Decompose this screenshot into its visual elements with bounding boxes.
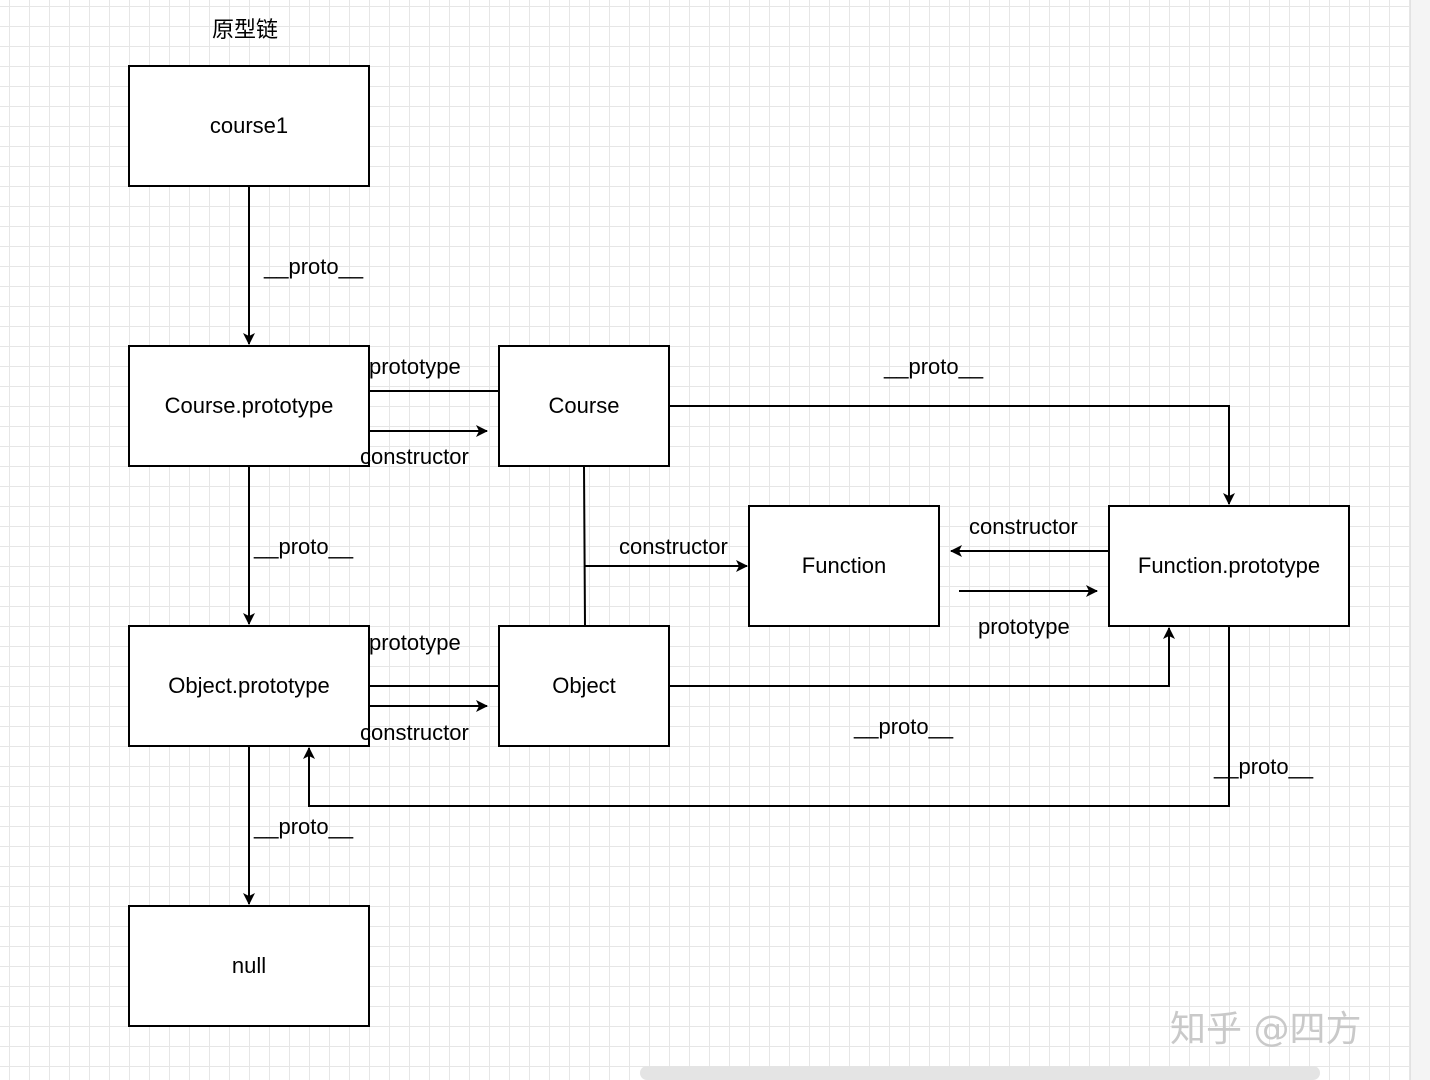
node-course-prototype-label: Course.prototype: [164, 393, 334, 418]
label-course-proto: __proto__: [884, 354, 984, 379]
watermark: 知乎 @四方: [1170, 1009, 1362, 1050]
node-course-prototype: Course.prototype: [128, 345, 370, 467]
label-object-prototype: prototype: [369, 630, 461, 655]
horizontal-scrollbar[interactable]: [640, 1066, 1320, 1080]
label-object-proto: __proto__: [854, 714, 954, 739]
node-course1: course1: [128, 65, 370, 187]
label-function-constructor: constructor: [969, 514, 1078, 539]
label-object-constructor: constructor: [360, 720, 469, 745]
node-function-label: Function: [801, 553, 887, 578]
label-course-constructor: constructor: [360, 444, 469, 469]
node-object-prototype: Object.prototype: [128, 625, 370, 747]
node-course: Course: [498, 345, 670, 467]
label-object-constructor-function: constructor: [619, 534, 728, 559]
node-null: null: [128, 905, 370, 1027]
right-scroll-gutter: [1410, 0, 1430, 1080]
node-object: Object: [498, 625, 670, 747]
diagram-title: 原型链: [212, 18, 279, 43]
edge-course-proto: [669, 405, 1235, 505]
edge-course-object-link: [583, 465, 586, 627]
node-function-prototype-label: Function.prototype: [1137, 553, 1321, 578]
edge-function-prototype-proto: [303, 626, 1230, 807]
node-null-label: null: [231, 953, 267, 978]
label-course1-proto: __proto__: [264, 254, 364, 279]
label-object-prototype-proto: __proto__: [254, 814, 354, 839]
node-function: Function: [748, 505, 940, 627]
edge-object-proto: [669, 627, 1175, 687]
node-object-label: Object: [552, 673, 616, 698]
label-course-prototype: prototype: [369, 354, 461, 379]
node-course1-label: course1: [209, 113, 289, 138]
label-course-prototype-proto: __proto__: [254, 534, 354, 559]
label-function-prototype-proto: __proto__: [1214, 754, 1314, 779]
label-function-prototype: prototype: [978, 614, 1070, 639]
node-function-prototype: Function.prototype: [1108, 505, 1350, 627]
node-course-label: Course: [548, 393, 620, 418]
node-object-prototype-label: Object.prototype: [168, 673, 330, 698]
